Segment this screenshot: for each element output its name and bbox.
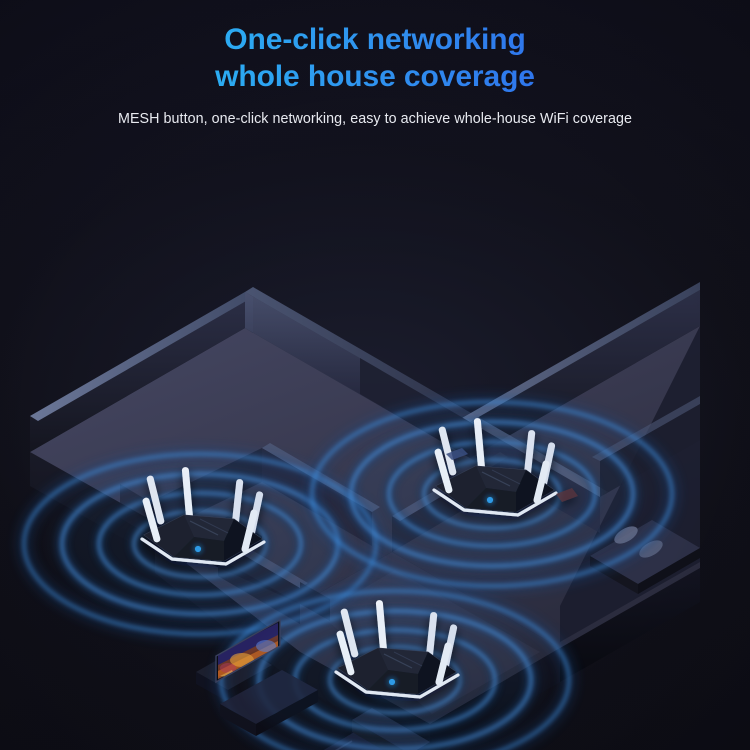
floorplan-svg [17,282,700,750]
header: One-click networking whole house coverag… [0,0,750,127]
page-title-line-1: One-click networking [224,23,526,56]
page-title-line-2: whole house coverage [215,60,535,93]
page-title: One-click networking whole house coverag… [0,0,750,95]
illustration-floorplan [0,152,750,750]
page-subtitle: MESH button, one-click networking, easy … [118,111,632,127]
